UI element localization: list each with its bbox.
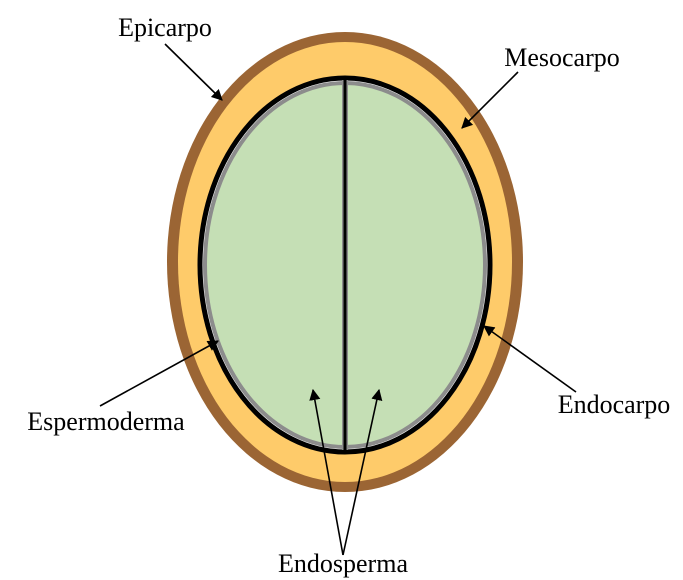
- mesocarpo-label: Mesocarpo: [504, 43, 620, 72]
- epicarpo-label: Epicarpo: [118, 13, 212, 42]
- endocarpo-label: Endocarpo: [558, 390, 671, 419]
- endosperma-label: Endosperma: [278, 549, 408, 578]
- epicarpo-pointer: [165, 44, 222, 100]
- espermoderma-label: Espermoderma: [27, 407, 185, 436]
